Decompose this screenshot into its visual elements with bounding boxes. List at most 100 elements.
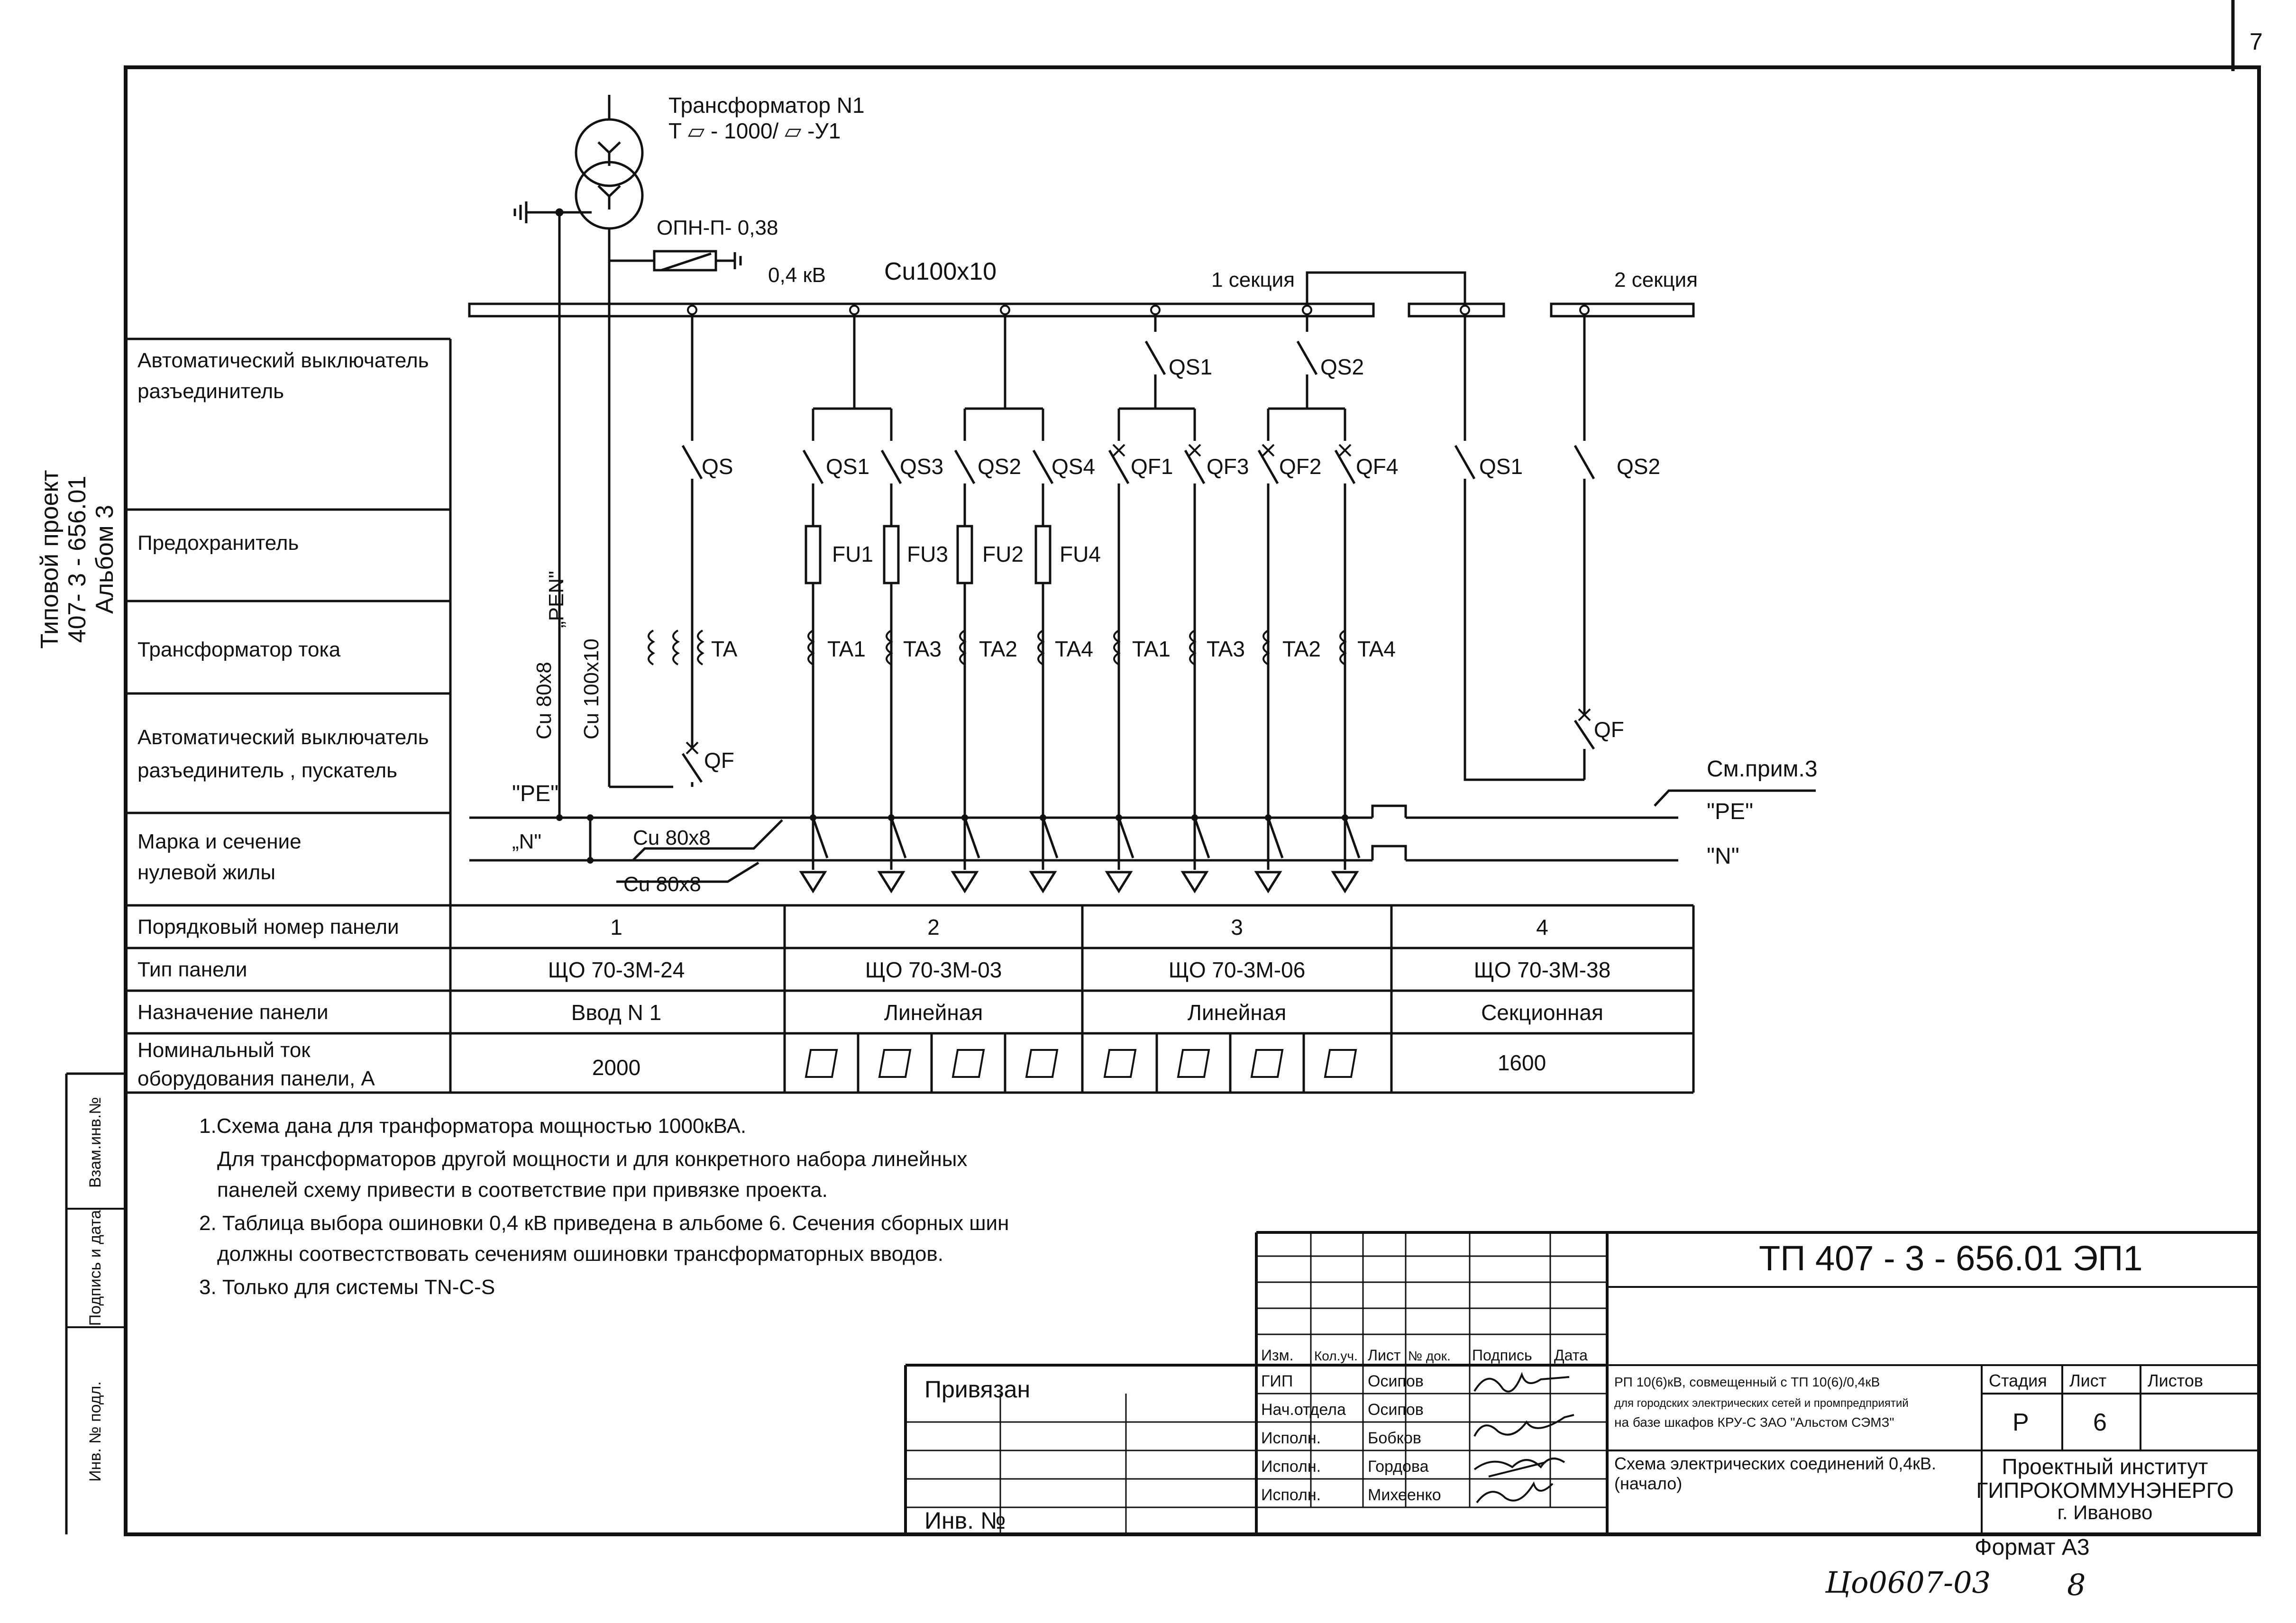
tb-project-1: РП 10(6)кВ, совмещенный с ТП 10(6)/0,4кВ (1614, 1375, 1880, 1389)
label-neutral-b: нулевой жилы (137, 861, 275, 884)
label-cu80x8-vert: Cu 80x8 (532, 662, 556, 739)
note-1b: Для трансформаторов другой мощности и дл… (217, 1148, 967, 1171)
label-cu80x8-b: Cu 80x8 (623, 873, 701, 896)
label-fu4: FU4 (1060, 542, 1101, 566)
panel-4-type: ЩО 70-3М-38 (1474, 957, 1611, 982)
tb-institute-2: ГИПРОКОММУНЭНЕРГО (1976, 1478, 2233, 1503)
tb-name-5: Михеенко (1368, 1486, 1441, 1504)
conductor-labels: „PEN" Cu 80x8 Cu 100x10 "PE" „N" Cu 80x8… (512, 571, 1818, 896)
panel-1-number: 1 (610, 915, 622, 939)
label-neutral-a: Марка и сечение (137, 830, 302, 853)
drawing-frame (65, 0, 2261, 1536)
tb-role-2: Нач.отдела (1261, 1401, 1346, 1419)
transformer-symbol (559, 95, 673, 788)
label-ta1a: TA1 (827, 637, 866, 661)
tb-header-sign: Подпись (1472, 1347, 1532, 1364)
note-1c: панелей схему привести в соответствие пр… (217, 1178, 828, 1202)
label-ta2b: TA2 (1282, 637, 1321, 661)
label-rated-a: Номинальный ток (137, 1039, 311, 1062)
label-ta: TA (711, 637, 738, 661)
tb-bound: Привязан (924, 1376, 1030, 1403)
panel-4-purpose: Секционная (1481, 1000, 1603, 1025)
bus-bar-label: Cu100x10 (884, 258, 997, 285)
panel-3-purpose: Линейная (1188, 1000, 1286, 1025)
bus-taps (687, 305, 1590, 315)
label-qs3: QS3 (900, 454, 943, 479)
tb-name-4: Гордова (1368, 1458, 1429, 1476)
tb-format: Формат А3 (1975, 1535, 2090, 1560)
row-labels: Автоматический выключатель разъединитель… (137, 349, 429, 1090)
side-stamp-sign: Подпись и дата (86, 1210, 104, 1326)
panel-1-purpose: Ввод N 1 (571, 1000, 661, 1025)
tb-project-2: для городских электрических сетей и пром… (1614, 1397, 1909, 1410)
label-breaker-1: Автоматический выключатель (137, 349, 429, 372)
label-panel-number: Порядковый номер панели (137, 915, 399, 939)
tb-sheet: 6 (2093, 1409, 2107, 1436)
label-fuse: Предохранитель (137, 531, 299, 555)
title-block-grid (904, 1231, 2259, 1534)
label-qs: QS (702, 454, 733, 479)
busbar (468, 271, 1695, 318)
side-stamp-replace: Взам.инв.№ (86, 1097, 104, 1188)
tb-institute-3: г. Иваново (2058, 1501, 2153, 1523)
sheet-corner-number: 7 (2250, 28, 2263, 55)
cable-outputs (799, 817, 1361, 894)
label-n-right: "N" (1707, 844, 1739, 869)
tb-name-2: Осипов (1368, 1401, 1424, 1419)
label-qf1: QF1 (1131, 454, 1173, 479)
note-3: 3. Только для системы TN-C-S (199, 1276, 495, 1299)
note-2b: должны соотвестствовать сечениям ошиновк… (217, 1242, 943, 1266)
tb-role-1: ГИП (1261, 1372, 1293, 1390)
doc-code: ТП 407 - 3 - 656.01 ЭП1 (1759, 1239, 2143, 1278)
label-fu3: FU3 (907, 542, 948, 566)
panel-table: 1 2 3 4 ЩО 70-3М-24 ЩО 70-3М-03 ЩО 70-3М… (548, 915, 1611, 1080)
label-n-left: „N" (512, 830, 541, 853)
label-pe-right: "PE" (1707, 799, 1753, 824)
bus-section1: 1 секция (1211, 268, 1295, 292)
label-breaker-2a: Автоматический выключатель (137, 726, 429, 749)
tb-sheet-desc-1: Схема электрических соединений 0,4кВ. (1614, 1454, 1936, 1473)
tb-role-5: Исполн. (1261, 1486, 1321, 1504)
panel-4-current: 1600 (1498, 1050, 1546, 1075)
tb-name-1: Осипов (1368, 1372, 1424, 1390)
label-qs1-top: QS1 (1169, 355, 1212, 379)
side-title-line1: Типовой проект (36, 470, 64, 648)
note-2: 2. Таблица выбора ошиновки 0,4 кВ привед… (199, 1212, 1009, 1235)
label-ta4a: TA4 (1055, 637, 1093, 661)
label-qf4: QF4 (1356, 454, 1398, 479)
label-pen: „PEN" (545, 571, 568, 628)
row-label-grid (126, 337, 1695, 1094)
tb-header-date: Дата (1554, 1347, 1588, 1364)
label-ta1b: TA1 (1132, 637, 1171, 661)
label-cu80x8-a: Cu 80x8 (633, 826, 711, 849)
breaker-crosses (686, 444, 1591, 755)
label-pe-left: "PE" (512, 781, 558, 806)
pe-n-lines (469, 789, 1816, 883)
tb-header-izm: Изм. (1261, 1347, 1294, 1364)
panel-1-current: 2000 (592, 1055, 640, 1080)
label-qf-in: QF (704, 748, 734, 773)
panel-2-number: 2 (927, 915, 940, 939)
side-stamp-inv: Инв. № подл. (86, 1381, 104, 1482)
tb-stage: Р (2012, 1409, 2029, 1436)
side-title: Типовой проект 407- 3 - 656.01 Альбом 3 (36, 470, 119, 648)
title-block-text: ТП 407 - 3 - 656.01 ЭП1 Изм. Кол.уч. Лис… (924, 1239, 2234, 1560)
archive-number: Цо0607-03 (1825, 1565, 1991, 1600)
current-transformers (648, 629, 1347, 666)
tb-sheets-label: Листов (2148, 1371, 2203, 1390)
fuses (805, 525, 1052, 584)
panel-4-number: 4 (1536, 915, 1548, 939)
label-qf2: QF2 (1279, 454, 1321, 479)
panel-2-purpose: Линейная (884, 1000, 983, 1025)
label-fu2: FU2 (982, 542, 1024, 566)
blank-current-boxes (805, 1049, 1357, 1078)
tb-header-kol: Кол.уч. (1314, 1349, 1358, 1363)
tb-role-4: Исполн. (1261, 1458, 1321, 1476)
side-stamp: Взам.инв.№ Подпись и дата Инв. № подл. (86, 1097, 104, 1482)
label-ta4b: TA4 (1357, 637, 1396, 661)
tb-header-list: Лист (1368, 1347, 1401, 1364)
label-fu1: FU1 (832, 542, 873, 566)
label-current-transformer: Трансформатор тока (137, 638, 341, 661)
label-panel-purpose: Назначение панели (137, 1001, 329, 1024)
bus-voltage: 0,4 кВ (768, 264, 826, 287)
